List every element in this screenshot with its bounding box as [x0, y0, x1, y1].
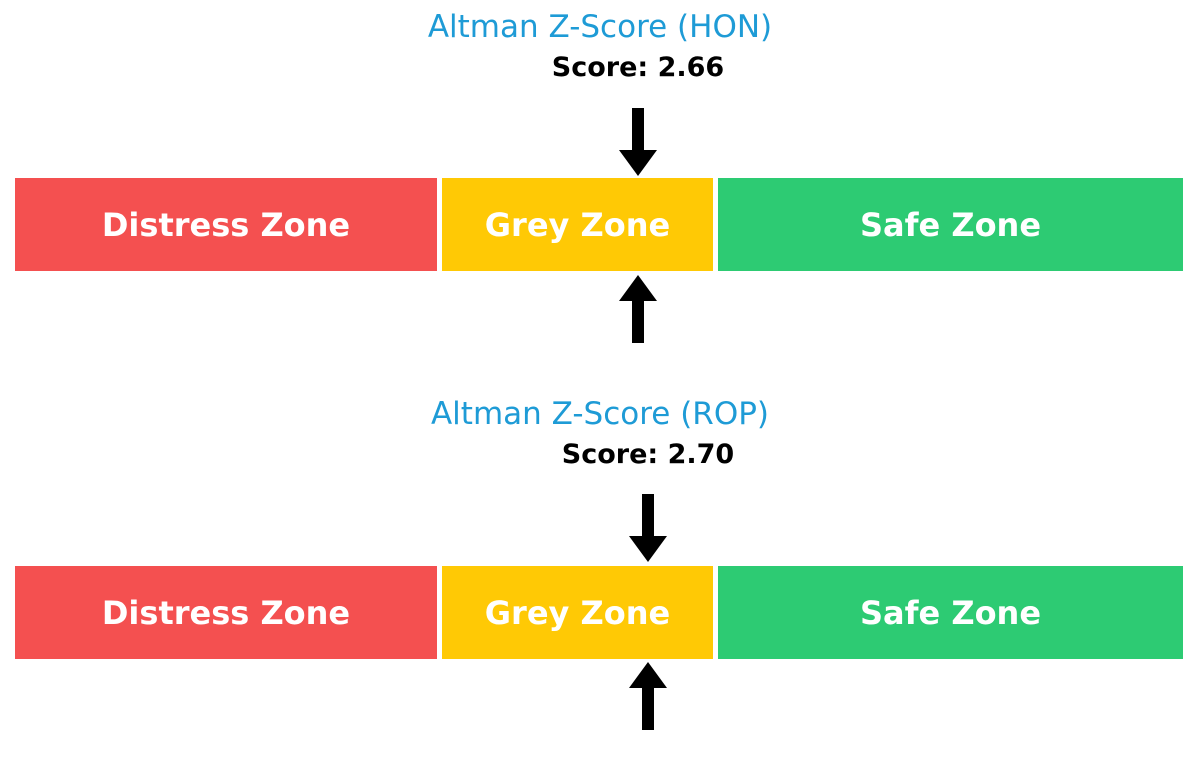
score-marker-down-arrow-icon	[619, 108, 657, 176]
zone-label: Distress Zone	[101, 205, 351, 244]
zscore-chart-hon: Altman Z-Score (HON) Score: 2.66 Distres…	[0, 0, 1200, 387]
zone-label: Grey Zone	[484, 205, 671, 244]
score-label: Score: 2.66	[551, 52, 725, 83]
zscore-chart-rop: Altman Z-Score (ROP) Score: 2.70 Distres…	[0, 388, 1200, 775]
score-label: Score: 2.70	[561, 439, 735, 470]
zone-segment-grey: Grey Zone	[442, 178, 713, 271]
chart-title: Altman Z-Score (HON)	[427, 9, 773, 45]
zone-label: Safe Zone	[859, 593, 1042, 632]
score-marker-up-arrow-icon	[619, 275, 657, 343]
score-marker-down-arrow-icon	[629, 494, 667, 562]
chart-title: Altman Z-Score (ROP)	[430, 396, 770, 432]
zone-label: Distress Zone	[101, 593, 351, 632]
zone-label: Grey Zone	[484, 593, 671, 632]
zone-bar: Distress Zone Grey Zone Safe Zone	[15, 178, 1183, 271]
zone-segment-grey: Grey Zone	[442, 566, 713, 659]
zone-segment-distress: Distress Zone	[15, 178, 437, 271]
zone-segment-safe: Safe Zone	[718, 566, 1183, 659]
score-marker-up-arrow-icon	[629, 662, 667, 730]
zone-label: Safe Zone	[859, 205, 1042, 244]
zone-segment-safe: Safe Zone	[718, 178, 1183, 271]
zone-bar: Distress Zone Grey Zone Safe Zone	[15, 566, 1183, 659]
zone-segment-distress: Distress Zone	[15, 566, 437, 659]
